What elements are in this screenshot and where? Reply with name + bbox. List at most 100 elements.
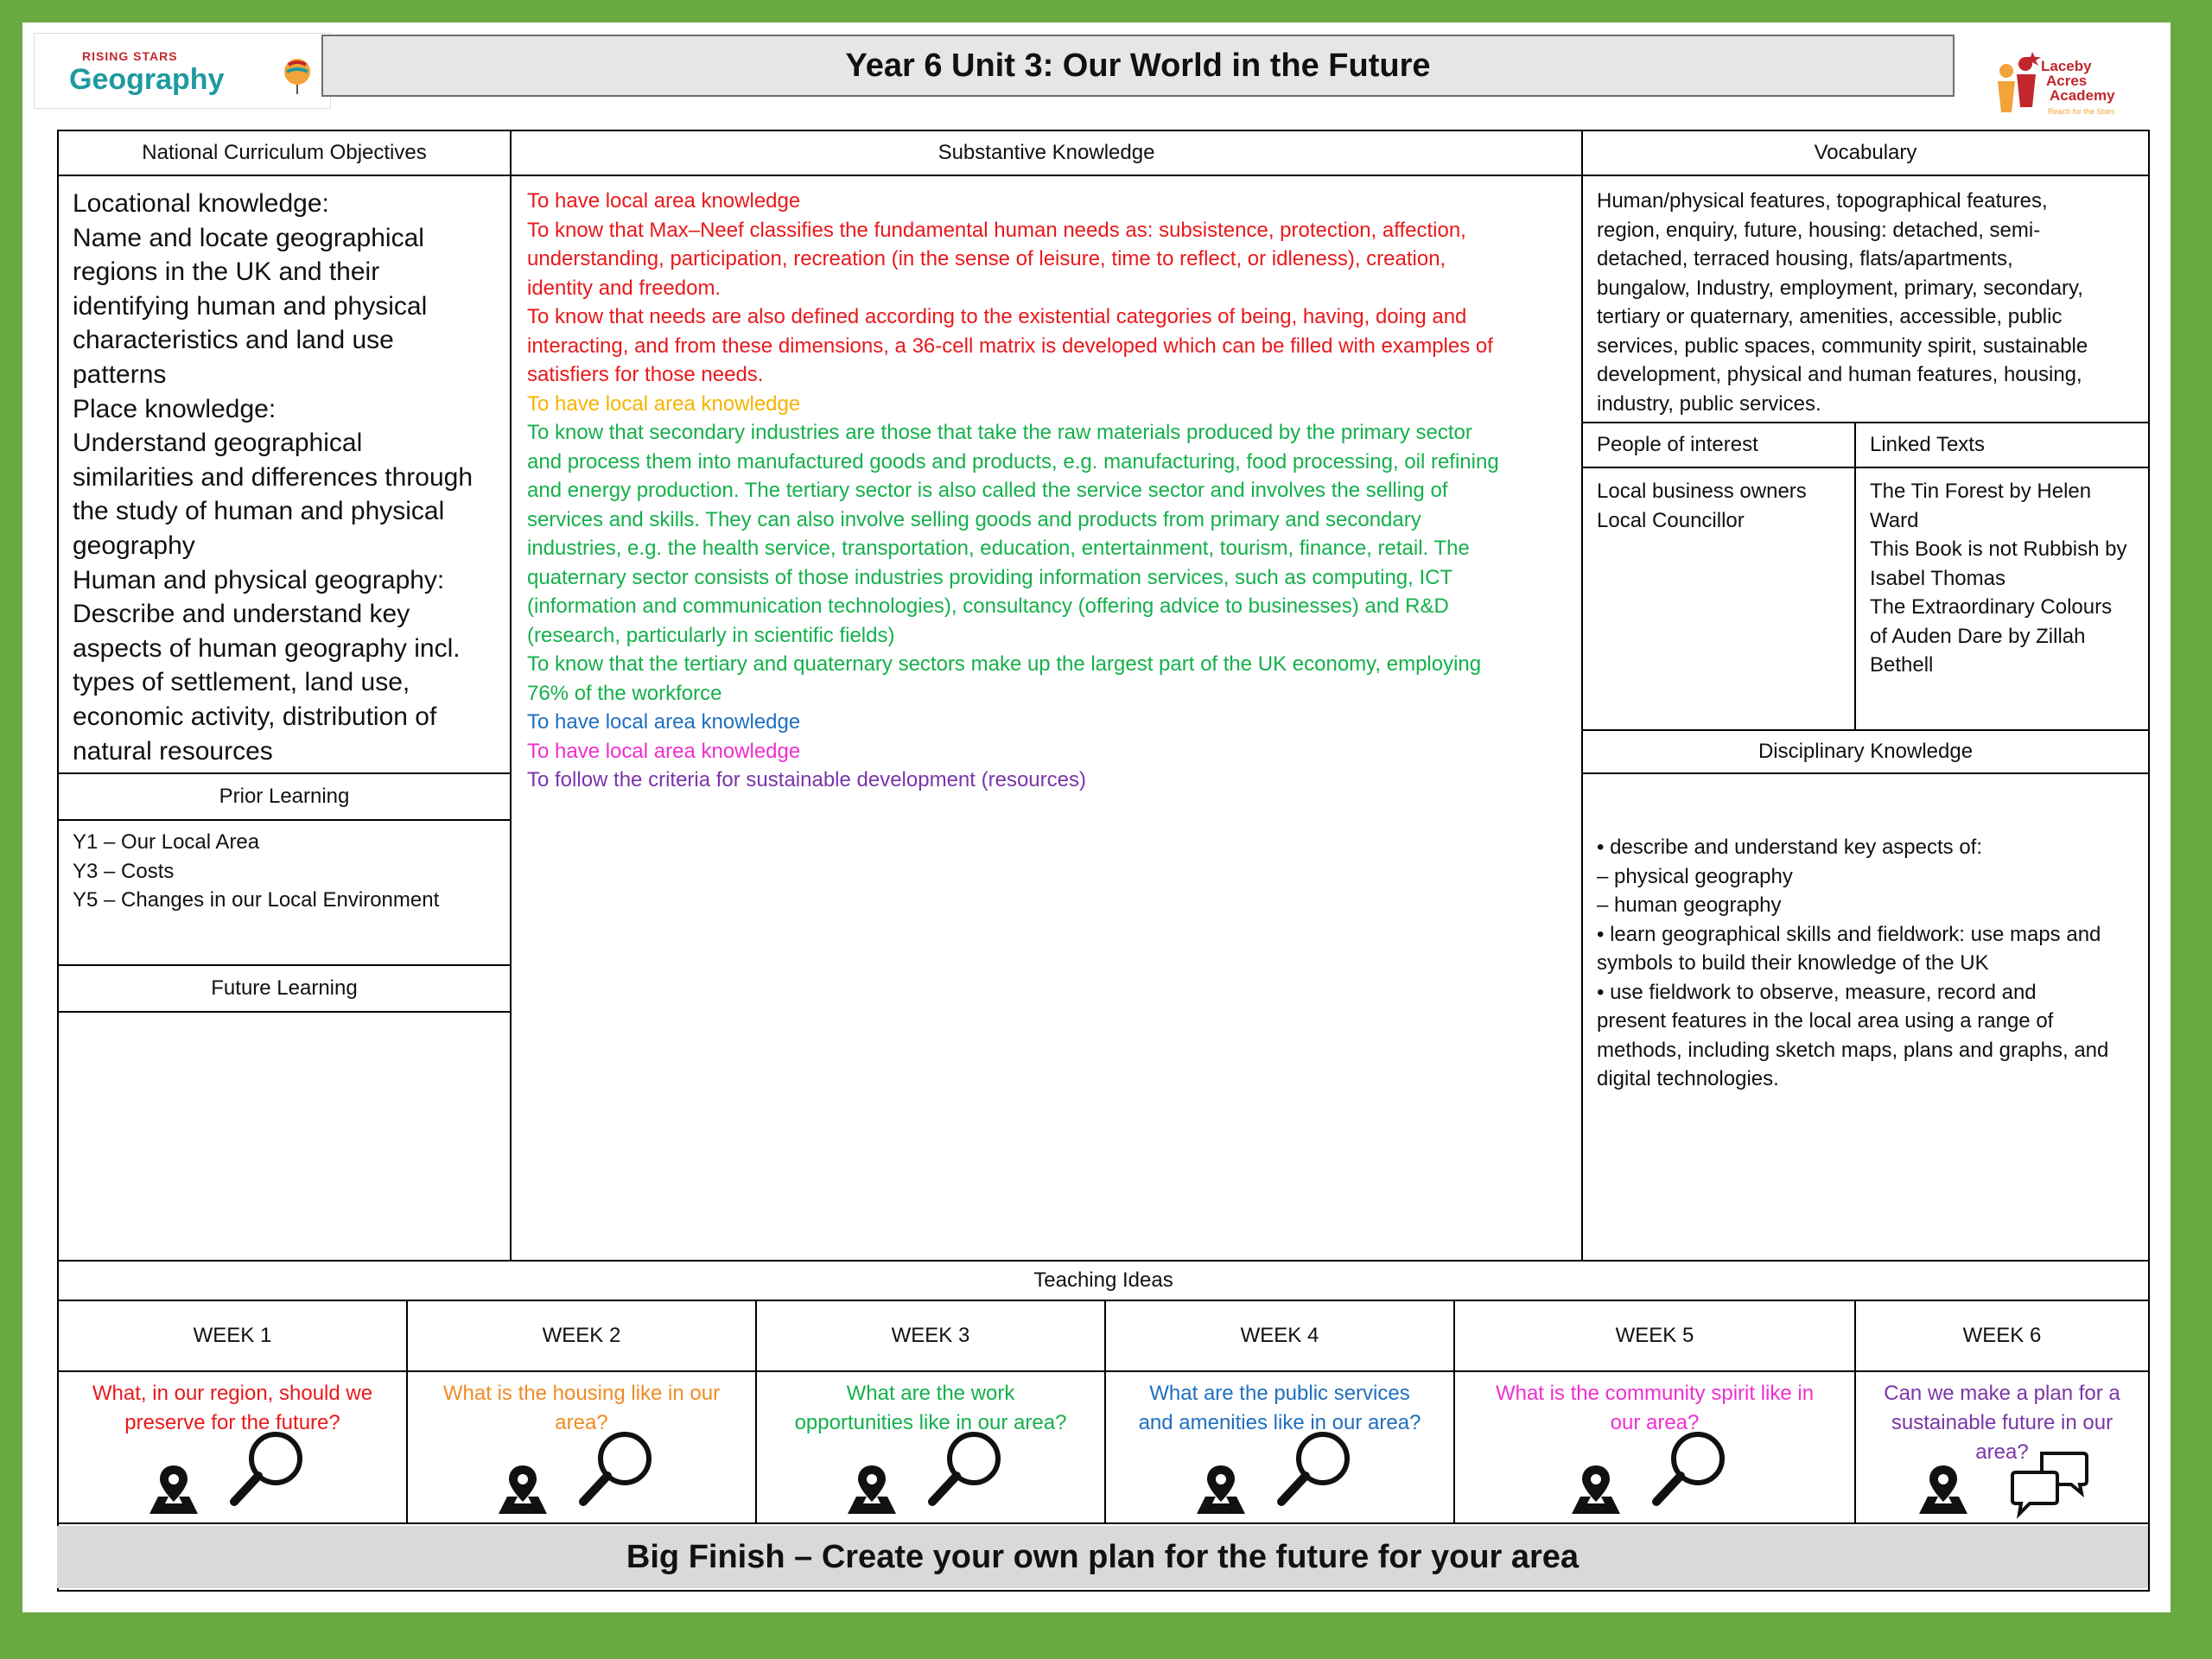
map-pin-icon bbox=[495, 1464, 550, 1520]
balloon-icon bbox=[284, 59, 310, 94]
teaching-ideas-header: Teaching Ideas bbox=[1033, 1268, 1173, 1292]
prior-learning-item: Y5 – Changes in our Local Environment bbox=[73, 888, 440, 912]
linked-text-line: This Book is not Rubbish by bbox=[1870, 537, 2127, 561]
magnifying-glass-icon bbox=[1274, 1427, 1356, 1513]
main-grid-border bbox=[57, 130, 2150, 1592]
substantive-knowledge-line: (research, particularly in scientific fi… bbox=[527, 623, 895, 647]
academy-figures-icon bbox=[1998, 52, 2041, 112]
vocabulary-text: Human/physical features, topographical f… bbox=[1597, 187, 2141, 418]
week-question-line: What are the public services bbox=[1149, 1382, 1410, 1405]
week-question: What are the work opportunities like in o… bbox=[757, 1379, 1104, 1438]
big-finish-banner: Big Finish – Create your own plan for th… bbox=[57, 1526, 2148, 1588]
magnifying-glass-icon bbox=[925, 1427, 1007, 1513]
week-question-line: opportunities like in our area? bbox=[794, 1411, 1067, 1434]
substantive-knowledge-line: 76% of the workforce bbox=[527, 681, 722, 705]
prior-learning-item: Y3 – Costs bbox=[73, 859, 175, 883]
linked-text-line: Bethell bbox=[1870, 653, 1934, 677]
prior-learning-list: Y1 – Our Local Area Y3 – Costs Y5 – Change… bbox=[73, 828, 505, 915]
substantive-knowledge-line: To have local area knowledge bbox=[527, 189, 801, 213]
disciplinary-line: symbols to build their knowledge of the … bbox=[1597, 951, 1989, 975]
map-pin-icon bbox=[146, 1464, 201, 1520]
nc-objective-line: characteristics and land use bbox=[73, 326, 394, 355]
prior-learning-header: Prior Learning bbox=[219, 785, 350, 808]
substantive-knowledge-line: and process them into manufactured goods… bbox=[527, 449, 1499, 474]
substantive-knowledge-line: To know that secondary industries are th… bbox=[527, 421, 1472, 444]
school-name-line1: Laceby bbox=[2041, 58, 2092, 74]
nc-objectives-header: National Curriculum Objectives bbox=[142, 141, 427, 164]
disciplinary-line: • describe and understand key aspects of… bbox=[1597, 836, 1983, 859]
vocabulary-line: industry, public services. bbox=[1597, 391, 1821, 416]
substantive-knowledge-line: identity and freedom. bbox=[527, 276, 721, 300]
nc-objectives-text: Locational knowledge:Name and locate geo… bbox=[73, 187, 505, 768]
vocabulary-line: region, enquiry, future, housing: detach… bbox=[1597, 218, 2041, 242]
disciplinary-knowledge-header: Disciplinary Knowledge bbox=[1758, 740, 1974, 763]
substantive-knowledge-line: and energy production. The tertiary sect… bbox=[527, 479, 1448, 502]
week-question-line: area? bbox=[555, 1411, 608, 1434]
week-question-line: our area? bbox=[1610, 1411, 1700, 1434]
disciplinary-knowledge-list: • describe and understand key aspects of… bbox=[1597, 833, 2141, 1094]
disciplinary-line: – physical geography bbox=[1597, 864, 1793, 888]
disciplinary-line: digital technologies. bbox=[1597, 1067, 1779, 1090]
week-label: WEEK 2 bbox=[542, 1324, 621, 1347]
week-question-line: preserve for the future? bbox=[124, 1411, 340, 1434]
vocabulary-line: Human/physical features, topographical f… bbox=[1597, 189, 2048, 213]
vocabulary-line: bungalow, Industry, employment, primary,… bbox=[1597, 276, 2083, 300]
vocabulary-header: Vocabulary bbox=[1814, 141, 1917, 164]
substantive-knowledge-line: To know that the tertiary and quaternary… bbox=[527, 652, 1482, 676]
substantive-knowledge-line: (information and communication technolog… bbox=[527, 594, 1449, 618]
week-question-line: sustainable future in our bbox=[1891, 1411, 2113, 1434]
week-question: What is the housing like in our area? bbox=[408, 1379, 755, 1438]
linked-texts-header: Linked Texts bbox=[1870, 433, 1985, 456]
magnifying-glass-icon bbox=[576, 1427, 658, 1513]
linked-text-line: of Auden Dare by Zillah bbox=[1870, 624, 2086, 648]
disciplinary-line: • use fieldwork to observe, measure, rec… bbox=[1597, 980, 2037, 1004]
nc-objective-line: similarities and differences through bbox=[73, 462, 474, 492]
disciplinary-line: methods, including sketch maps, plans an… bbox=[1597, 1038, 2109, 1062]
week-question-line: What is the housing like in our bbox=[442, 1382, 721, 1405]
map-pin-icon bbox=[1916, 1464, 1971, 1520]
magnifying-glass-icon bbox=[227, 1427, 308, 1513]
substantive-knowledge-line: understanding, participation, recreation… bbox=[527, 247, 1446, 270]
week-question-line: Can we make a plan for a bbox=[1884, 1382, 2120, 1405]
week-question-line: What, in our region, should we bbox=[92, 1382, 373, 1405]
nc-objective-line: the study of human and physical bbox=[73, 497, 445, 526]
week-question-line: What are the work bbox=[846, 1382, 1015, 1405]
nc-objective-line: aspects of human geography incl. bbox=[73, 633, 461, 663]
week-question-line: What is the community spirit like in bbox=[1495, 1382, 1815, 1405]
substantive-knowledge-line: quaternary sector consists of those indu… bbox=[527, 565, 1453, 589]
week-label: WEEK 4 bbox=[1240, 1324, 1319, 1347]
week-question: Can we make a plan for a sustainable futu… bbox=[1856, 1379, 2148, 1467]
logo-brand: Geography bbox=[69, 63, 225, 96]
substantive-knowledge-line: services and skills. They can also invol… bbox=[527, 507, 1421, 531]
person-item: Local Councillor bbox=[1597, 508, 1745, 532]
vocabulary-line: services, public spaces, community spiri… bbox=[1597, 334, 2088, 358]
page-title: Year 6 Unit 3: Our World in the Future bbox=[321, 35, 1955, 97]
map-pin-icon bbox=[844, 1464, 899, 1520]
map-pin-icon bbox=[1568, 1464, 1624, 1520]
substantive-knowledge-line: To have local area knowledge bbox=[527, 739, 801, 763]
nc-objective-line: Place knowledge: bbox=[73, 394, 276, 423]
week-label: WEEK 6 bbox=[1962, 1324, 2042, 1347]
speech-bubbles-icon bbox=[2011, 1450, 2088, 1523]
week-question-line: and amenities like in our area? bbox=[1138, 1411, 1421, 1434]
vocabulary-line: tertiary or quaternary, amenities, acces… bbox=[1597, 305, 2063, 328]
prior-learning-item: Y1 – Our Local Area bbox=[73, 830, 260, 854]
week-question: What, in our region, should we preserve f… bbox=[59, 1379, 406, 1438]
nc-objective-line: natural resources bbox=[73, 736, 273, 766]
nc-objective-line: economic activity, distribution of bbox=[73, 702, 437, 731]
lesson-plan-page: RISING STARS Geography Year 6 Unit 3: Ou… bbox=[22, 22, 2171, 1612]
substantive-knowledge-line: To have local area knowledge bbox=[527, 710, 801, 734]
future-learning-header: Future Learning bbox=[211, 976, 358, 1000]
school-tagline: Reach for the Stars bbox=[2048, 107, 2115, 116]
nc-objective-line: Describe and understand key bbox=[73, 600, 410, 629]
substantive-knowledge-header: Substantive Knowledge bbox=[938, 141, 1155, 164]
people-of-interest-header: People of interest bbox=[1597, 433, 1758, 456]
magnifying-glass-icon bbox=[1649, 1427, 1731, 1513]
linked-text-line: Isabel Thomas bbox=[1870, 566, 2005, 590]
week-label: WEEK 1 bbox=[193, 1324, 272, 1347]
nc-objective-line: Locational knowledge: bbox=[73, 189, 329, 218]
substantive-knowledge-line: To have local area knowledge bbox=[527, 391, 801, 416]
rising-stars-geography-logo: RISING STARS Geography bbox=[35, 34, 330, 108]
